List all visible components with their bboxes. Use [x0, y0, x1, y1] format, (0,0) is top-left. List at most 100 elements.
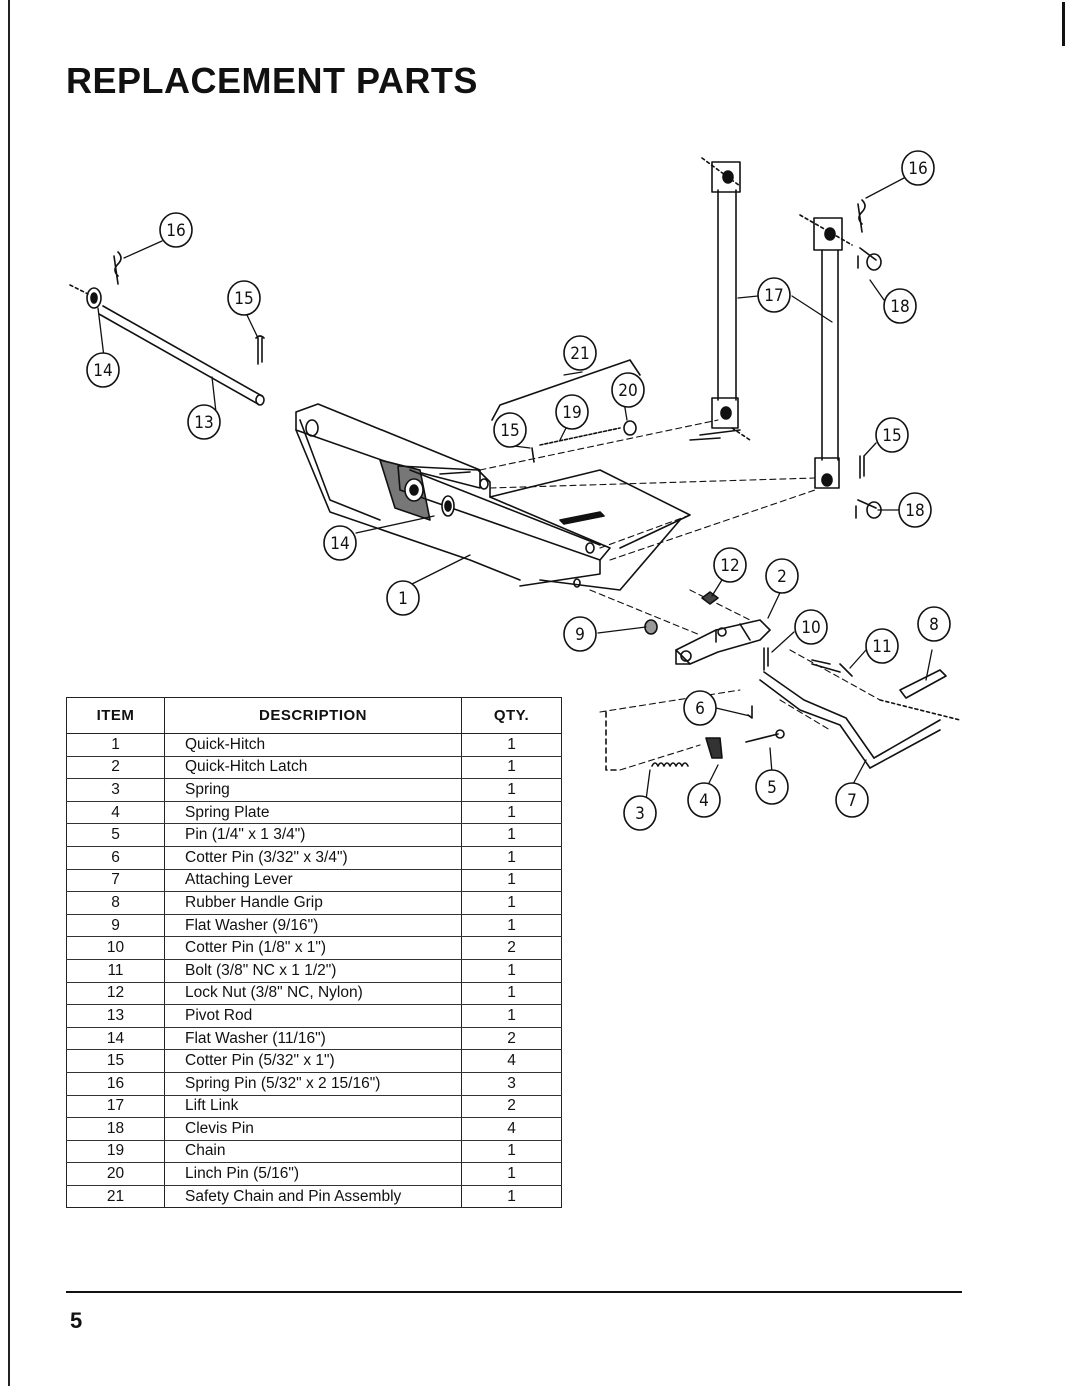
part-quantity: 1 [461, 914, 562, 938]
part-quantity: 1 [461, 756, 562, 780]
description-column-header: DESCRIPTION [164, 697, 462, 734]
part-quantity: 1 [461, 801, 562, 825]
part-description: Cotter Pin (1/8" x 1") [164, 936, 462, 960]
attaching-lever-drawing [759, 669, 961, 769]
callout-20: 20 [618, 381, 637, 401]
callout-3: 3 [635, 804, 645, 824]
item-number: 8 [66, 891, 165, 915]
item-number: 17 [66, 1095, 165, 1119]
callout-21: 21 [570, 344, 589, 364]
part-quantity: 2 [461, 1027, 562, 1051]
part-quantity: 1 [461, 891, 562, 915]
clevis-pin-upper-drawing [857, 247, 882, 271]
right-cotter-pin-drawing [859, 455, 865, 479]
part-description: Lift Link [164, 1095, 462, 1119]
part-quantity: 1 [461, 823, 562, 847]
part-quantity: 3 [461, 1072, 562, 1096]
clevis-pin-lower-drawing [855, 499, 882, 519]
part-quantity: 2 [461, 936, 562, 960]
part-description: Quick-Hitch [164, 733, 462, 757]
page-number: 5 [70, 1308, 83, 1333]
part-description: Flat Washer (9/16") [164, 914, 462, 938]
item-number: 2 [66, 756, 165, 780]
page-edge-left [8, 0, 10, 1386]
callout-13: 13 [194, 413, 213, 433]
part-description: Cotter Pin (5/32" x 1") [164, 1049, 462, 1073]
callout-16: 16 [166, 221, 185, 241]
part-description: Bolt (3/8" NC x 1 1/2") [164, 959, 462, 983]
part-description: Clevis Pin [164, 1117, 462, 1141]
part-description: Attaching Lever [164, 869, 462, 893]
callout-11: 11 [872, 637, 891, 657]
part-quantity: 2 [461, 1095, 562, 1119]
callout-8: 8 [929, 615, 939, 635]
part-quantity: 4 [461, 1049, 562, 1073]
callout-ovals [86, 150, 951, 831]
item-number: 6 [66, 846, 165, 870]
item-number: 18 [66, 1117, 165, 1141]
left-cotter-pin-drawing [255, 335, 265, 365]
parts-table-header: ITEM DESCRIPTION QTY. [66, 697, 562, 734]
callout-9: 9 [575, 625, 585, 645]
callout-5: 5 [767, 778, 777, 798]
item-number: 13 [66, 1004, 165, 1028]
spring-group-drawing [605, 705, 785, 771]
part-description: Rubber Handle Grip [164, 891, 462, 915]
callout-labels: 16 15 14 13 21 20 19 15 14 1 16 17 18 15… [93, 159, 939, 824]
qty-column-header: QTY. [461, 697, 562, 734]
part-quantity: 1 [461, 1185, 562, 1209]
item-column-header: ITEM [66, 697, 165, 734]
quick-hitch-drawing [295, 403, 691, 591]
callout-12: 12 [720, 556, 739, 576]
part-description: Safety Chain and Pin Assembly [164, 1185, 462, 1209]
connection-lines [479, 419, 881, 771]
page-title: REPLACEMENT PARTS [66, 60, 478, 101]
part-quantity: 1 [461, 982, 562, 1006]
page-edge-right [1062, 2, 1065, 46]
callout-16: 16 [908, 159, 927, 179]
lift-link-left-drawing [701, 157, 741, 429]
callout-14: 14 [93, 361, 112, 381]
callout-15: 15 [882, 426, 901, 446]
item-number: 21 [66, 1185, 165, 1209]
lift-link-right-drawing [799, 214, 853, 489]
pivot-rod-drawing [98, 305, 265, 406]
part-description: Lock Nut (3/8" NC, Nylon) [164, 982, 462, 1006]
callout-4: 4 [699, 791, 709, 811]
part-description: Cotter Pin (3/32" x 3/4") [164, 846, 462, 870]
part-quantity: 1 [461, 959, 562, 983]
part-quantity: 1 [461, 1140, 562, 1164]
part-quantity: 1 [461, 869, 562, 893]
callout-19: 19 [562, 403, 581, 423]
callout-18: 18 [905, 501, 924, 521]
footer-rule [66, 1291, 962, 1293]
callout-14: 14 [330, 534, 349, 554]
item-number: 19 [66, 1140, 165, 1164]
part-description: Linch Pin (5/16") [164, 1162, 462, 1186]
left-washer-drawing [69, 284, 102, 309]
safety-chain-drawing [491, 359, 641, 463]
item-number: 9 [66, 914, 165, 938]
item-number: 15 [66, 1049, 165, 1073]
callout-15: 15 [500, 421, 519, 441]
item-number: 11 [66, 959, 165, 983]
part-description: Spring Pin (5/32" x 2 15/16") [164, 1072, 462, 1096]
part-quantity: 1 [461, 1162, 562, 1186]
